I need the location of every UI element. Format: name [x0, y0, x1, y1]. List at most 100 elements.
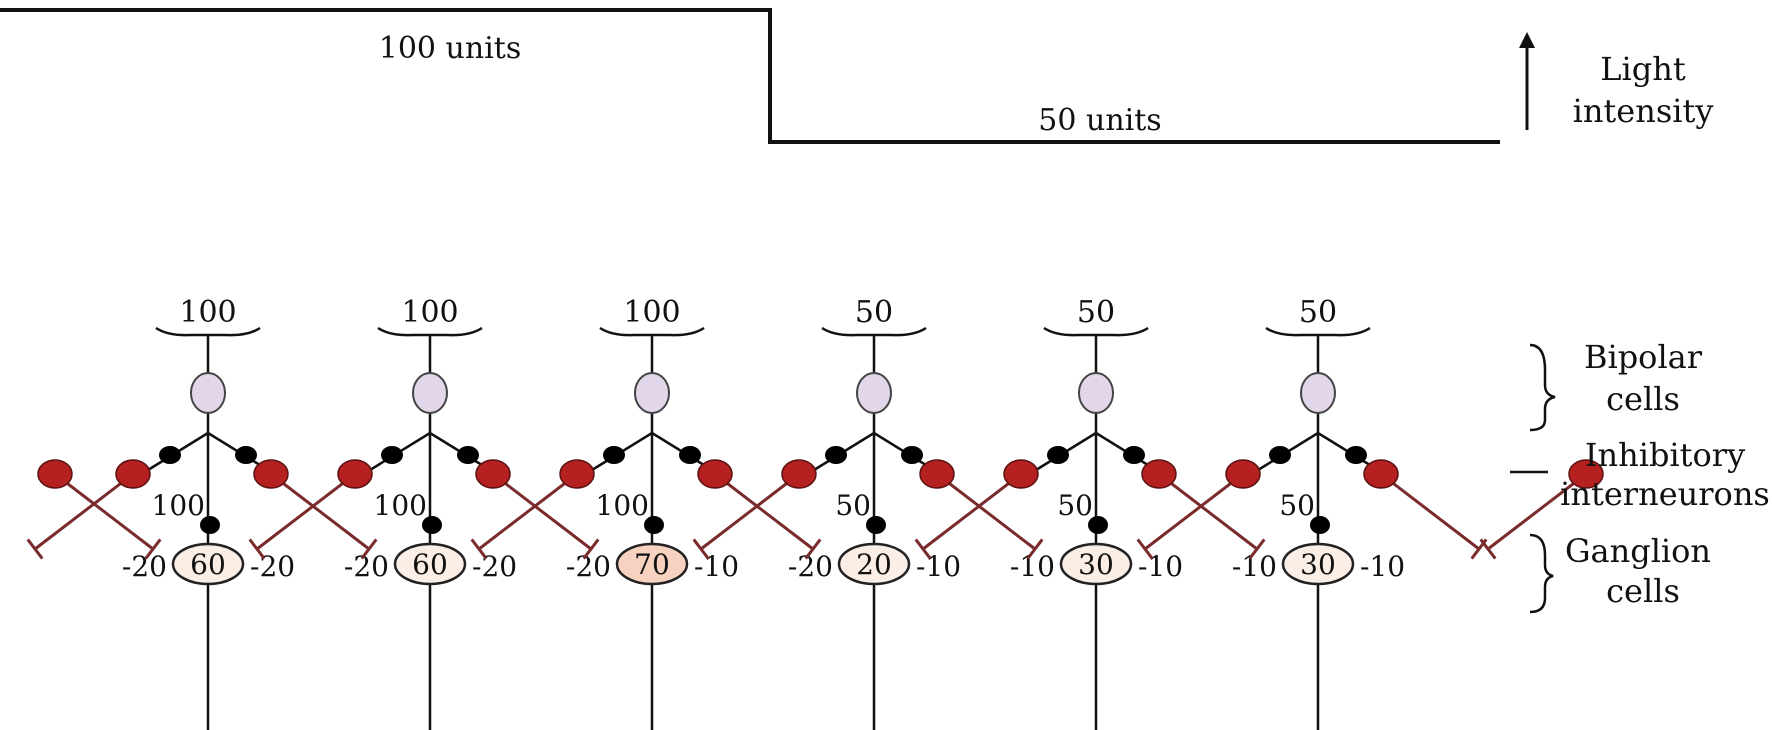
inhibitory-interneurons-label-2: interneurons	[1560, 475, 1770, 513]
inhibitory-interneuron	[248, 459, 373, 560]
inhibitory-terminal	[144, 538, 162, 560]
inhibitory-interneurons-label-1: Inhibitory	[1585, 436, 1745, 474]
inhibition-right-value: -20	[250, 550, 295, 583]
inhibitory-interneuron	[1479, 459, 1604, 560]
synapse-dot	[901, 446, 923, 464]
light-intensity-axis-label-2: intensity	[1573, 92, 1714, 130]
inhibitory-interneuron	[253, 459, 378, 560]
ganglion-cell	[837, 542, 911, 586]
inhibitory-terminal	[914, 538, 932, 560]
bipolar-cell	[856, 372, 892, 414]
interneuron-soma	[115, 459, 151, 489]
inhibition-right-value: -20	[472, 550, 517, 583]
ganglion-brace-icon	[1529, 533, 1554, 614]
inhibitory-terminal	[1479, 538, 1497, 560]
bipolar-output-value: 100	[596, 489, 649, 522]
interneuron-soma	[1225, 459, 1261, 489]
inhibition-left-value: -20	[344, 550, 389, 583]
retinal-network: 10010060-20-2010010060-20-2010010070-20-…	[26, 295, 1604, 730]
synapse-dot	[1310, 516, 1330, 534]
input-value: 100	[179, 295, 236, 330]
bipolar-output-value: 50	[835, 489, 871, 522]
input-value: 100	[623, 295, 680, 330]
ganglion-output-value: 60	[190, 548, 226, 581]
inhibition-left-value: -10	[1232, 550, 1277, 583]
bipolar-output-value: 100	[374, 489, 427, 522]
bipolar-brace-icon	[1529, 343, 1556, 432]
interneuron-soma	[1568, 459, 1604, 489]
inhibitory-terminal	[360, 538, 378, 560]
interneuron-soma	[781, 459, 817, 489]
light-intensity-profile: 100 units 50 units Light intensity	[0, 8, 1714, 144]
inhibition-right-value: -10	[1360, 550, 1405, 583]
inhibitory-arm	[478, 472, 578, 551]
inhibitory-interneuron	[692, 459, 817, 560]
inhibitory-interneuron	[1136, 459, 1261, 560]
synapse-dot	[159, 446, 181, 464]
interneuron-soma	[559, 459, 595, 489]
inhibition-left-value: -20	[122, 550, 167, 583]
inhibitory-interneuron	[26, 459, 151, 560]
input-value: 50	[1077, 295, 1115, 330]
inhibitory-interneuron	[1363, 459, 1488, 560]
light-label-low: 50 units	[1038, 103, 1161, 138]
inhibitory-interneuron	[37, 459, 162, 560]
input-value: 50	[1299, 295, 1337, 330]
ganglion-output-value: 30	[1300, 548, 1336, 581]
inhibitory-interneuron	[475, 459, 600, 560]
inhibitory-arm	[1487, 472, 1587, 551]
inhibitory-terminal	[1026, 538, 1044, 560]
ganglion-cell	[1281, 542, 1355, 586]
network-column: 50 50 30 -10 -10	[1232, 295, 1405, 730]
bipolar-cell	[190, 372, 226, 414]
bipolar-output-value: 50	[1057, 489, 1093, 522]
ganglion-output-value: 30	[1078, 548, 1114, 581]
inhibitory-arm	[714, 472, 814, 551]
inhibitory-arm	[1380, 472, 1480, 551]
bipolar-cell	[1078, 372, 1114, 414]
synapse-dot	[1269, 446, 1291, 464]
interneuron-soma	[919, 459, 955, 489]
inhibitory-terminal	[470, 538, 488, 560]
network-column: 100 100 70 -20 -10	[566, 295, 739, 730]
inhibitory-terminal	[26, 538, 44, 560]
ganglion-cell	[393, 542, 467, 586]
inhibitory-terminal	[1248, 538, 1266, 560]
synapse-dot	[1047, 446, 1069, 464]
inhibitory-interneuron	[1141, 459, 1266, 560]
inhibition-left-value: -20	[788, 550, 833, 583]
inhibition-right-value: -10	[1138, 550, 1183, 583]
inhibition-left-value: -20	[566, 550, 611, 583]
inhibition-left-value: -10	[1010, 550, 1055, 583]
light-label-high: 100 units	[379, 31, 522, 66]
inhibitory-arm	[922, 472, 1022, 551]
synapse-dot	[1088, 516, 1108, 534]
synapse-dot	[1345, 446, 1367, 464]
inhibitory-interneuron	[470, 459, 595, 560]
synapse-dot	[381, 446, 403, 464]
ganglion-cells-label-1: Ganglion	[1565, 532, 1711, 570]
inhibitory-arm	[936, 472, 1036, 551]
inhibitory-arm	[1144, 472, 1244, 551]
inhibitory-arm	[256, 472, 356, 551]
inhibitory-arm	[700, 472, 800, 551]
inhibitory-terminal	[804, 538, 822, 560]
ganglion-output-value: 20	[856, 548, 892, 581]
bipolar-output-value: 50	[1279, 489, 1315, 522]
synapse-dot	[200, 516, 220, 534]
ganglion-cells-label-2: cells	[1606, 572, 1680, 610]
interneuron-soma	[1003, 459, 1039, 489]
inhibition-right-value: -10	[694, 550, 739, 583]
light-intensity-arrow-icon	[1519, 32, 1535, 130]
inhibitory-arm	[1158, 472, 1258, 551]
synapse-dot	[235, 446, 257, 464]
interneuron-soma	[1141, 459, 1177, 489]
ganglion-output-value: 70	[634, 548, 670, 581]
bipolar-cell	[634, 372, 670, 414]
inhibitory-arm	[270, 472, 370, 551]
bipolar-cells-label-1: Bipolar	[1584, 338, 1703, 376]
interneuron-soma	[1363, 459, 1399, 489]
inhibitory-arm	[492, 472, 592, 551]
